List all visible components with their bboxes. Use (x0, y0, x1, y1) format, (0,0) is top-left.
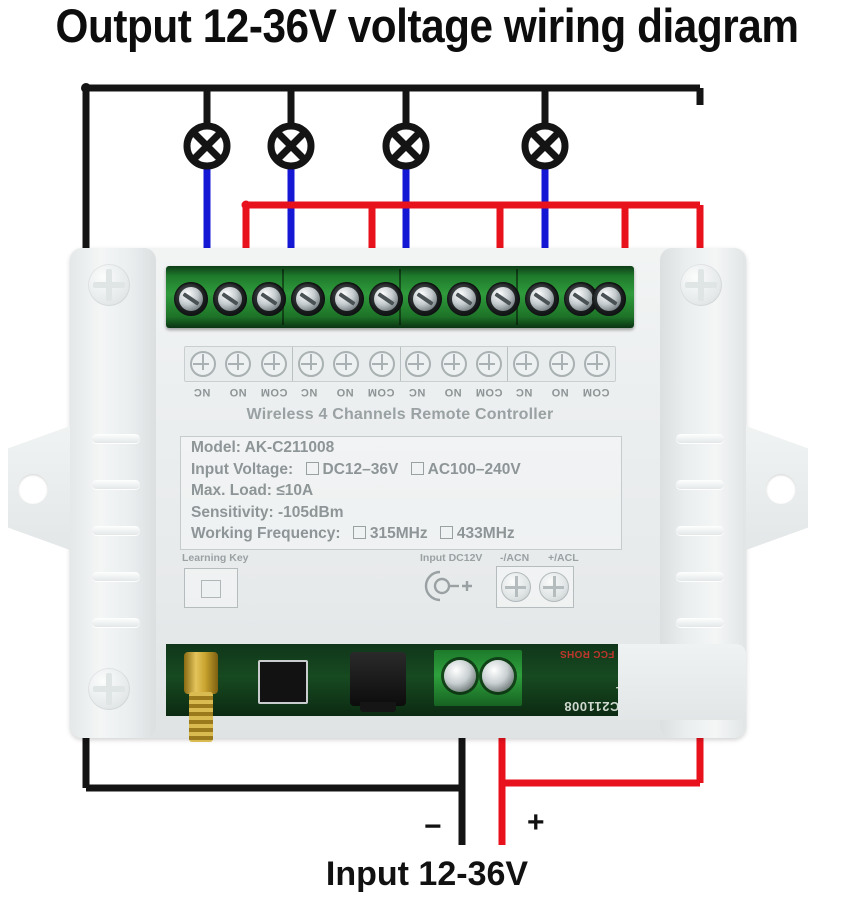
mounting-hole-left (18, 474, 48, 504)
power-input-terminal-block[interactable] (434, 650, 522, 706)
terminal-screw[interactable] (564, 282, 598, 316)
lamp-1 (183, 122, 231, 170)
terminal-label: NC (408, 386, 426, 398)
learning-key-button[interactable] (184, 568, 238, 608)
terminal-label: COM (259, 386, 288, 398)
terminal-label: NC (300, 386, 318, 398)
spec-value-315: 315MHz (369, 525, 428, 542)
device-face: NC NO COM NC NO COM NC NO COM NC NO COM … (166, 340, 634, 632)
spec-row-sensitivity: Sensitivity: -105dBm (181, 502, 621, 524)
case-screw-top-left (88, 264, 130, 306)
lamp-symbols (183, 122, 569, 170)
spec-label-model: Model: (191, 439, 241, 456)
terminal-pad (401, 347, 437, 381)
polarity-plus-label: + (527, 806, 545, 839)
spec-label-frequency: Working Frequency: (191, 525, 341, 542)
relay-terminal-block (166, 266, 634, 328)
terminal-label: COM (367, 386, 395, 398)
learning-key-icon (201, 580, 221, 598)
spec-label-sensitivity: Sensitivity: (191, 503, 274, 521)
terminal-pad (256, 347, 292, 381)
terminal-pad (364, 347, 400, 381)
terminal-label: NC (515, 386, 533, 398)
checkbox-315-icon (352, 526, 366, 539)
terminal-screw[interactable] (330, 282, 364, 316)
terminal-label: NO (229, 386, 247, 398)
spec-row-frequency: Working Frequency: 315MHz 433MHz (181, 523, 621, 545)
bottom-controls-row: Learning Key Input DC12V -/ACN +/ACL (166, 552, 634, 624)
mounting-ear-left (8, 426, 70, 550)
spec-row-max-load: Max. Load: ≤10A (181, 480, 621, 502)
terminal-legend-labels: NC NO COM NC NO COM NC NO COM NC NO COM (184, 382, 614, 398)
terminal-screw[interactable] (486, 282, 520, 316)
spec-row-model: Model: AK-C211008 (181, 437, 621, 459)
terminal-pad (579, 347, 615, 381)
spec-value-dc: DC12–36V (322, 460, 399, 478)
ac-neutral-screw[interactable] (501, 572, 531, 602)
terminal-label: NO (336, 386, 354, 398)
terminal-pad (293, 347, 329, 381)
dc-jack-icon (424, 570, 472, 602)
shell-side-left (70, 248, 156, 738)
ac-input-terminal-block[interactable] (496, 566, 574, 608)
page-title: Output 12-36V voltage wiring diagram (55, 0, 799, 52)
terminal-screw[interactable] (525, 282, 559, 316)
remote-controller-device: NC NO COM NC NO COM NC NO COM NC NO COM … (8, 248, 808, 742)
mounting-ear-right (746, 426, 808, 550)
terminal-screw[interactable] (174, 282, 208, 316)
spec-label-input-voltage: Input Voltage: (191, 460, 294, 478)
ac-live-screw[interactable] (539, 572, 569, 602)
terminal-screw[interactable] (213, 282, 247, 316)
pcb-right-cover (618, 644, 746, 720)
terminal-screw[interactable] (252, 282, 286, 316)
terminal-screw[interactable] (447, 282, 481, 316)
terminal-pad (328, 347, 364, 381)
terminal-pad (436, 347, 472, 381)
terminal-screw[interactable] (369, 282, 403, 316)
ac-neutral-label: -/ACN (500, 552, 530, 564)
product-name: Wireless 4 Channels Remote Controller (246, 406, 554, 423)
case-screw-top-right (680, 264, 722, 306)
ac-live-label: +/ACL (548, 552, 579, 564)
lamp-2 (267, 122, 315, 170)
power-negative-screw[interactable] (444, 660, 476, 692)
sma-antenna-connector[interactable] (184, 652, 218, 748)
polarity-minus-label: − (424, 810, 442, 843)
terminal-screw[interactable] (291, 282, 325, 316)
spec-value-sensitivity: -105dBm (278, 503, 344, 521)
terminal-label: COM (474, 386, 503, 398)
terminal-pad (544, 347, 580, 381)
spec-value-max-load: ≤10A (276, 482, 314, 499)
terminal-pad (472, 347, 508, 381)
case-screw-bottom-left (88, 668, 130, 710)
checkbox-dc-icon (305, 461, 319, 475)
terminal-label: NC (193, 386, 211, 398)
power-positive-screw[interactable] (482, 660, 514, 692)
spec-value-model: AK-C211008 (244, 439, 335, 456)
terminal-pad (508, 347, 544, 381)
spec-value-433: 433MHz (456, 525, 515, 542)
checkbox-ac-icon (410, 461, 424, 475)
terminal-pad (221, 347, 257, 381)
spec-row-input-voltage: Input Voltage: DC12–36V AC100–240V (181, 459, 621, 481)
spec-label-max-load: Max. Load: (191, 482, 272, 499)
spec-label-panel: Model: AK-C211008 Input Voltage: DC12–36… (180, 436, 622, 550)
terminal-pad-strip (184, 346, 616, 382)
learning-key-label: Learning Key (182, 552, 249, 564)
lamp-4 (521, 122, 569, 170)
input-caption: Input 12-36V (325, 855, 529, 893)
terminal-label: NO (551, 386, 569, 398)
terminal-screw[interactable] (592, 282, 626, 316)
input-dc-label: Input DC12V (420, 552, 483, 564)
terminal-screw[interactable] (408, 282, 442, 316)
tactile-button[interactable] (258, 660, 308, 704)
terminal-label: COM (582, 386, 610, 398)
terminal-pad (185, 347, 221, 381)
mounting-hole-right (766, 474, 796, 504)
dc-barrel-jack[interactable] (350, 652, 406, 712)
terminal-label: NO (443, 386, 462, 398)
checkbox-433-icon (439, 526, 453, 539)
lamp-3 (382, 122, 430, 170)
spec-value-ac: AC100–240V (427, 460, 521, 478)
